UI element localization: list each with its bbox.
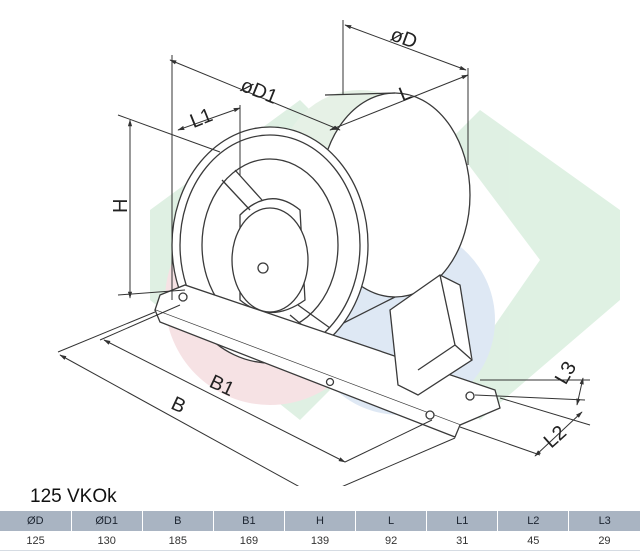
table-row: 125 130 185 169 139 92 31 45 29: [0, 531, 640, 551]
table-cell: 29: [568, 531, 640, 551]
table-cell: 45: [497, 531, 569, 551]
table-cell: 185: [142, 531, 214, 551]
dimension-label-h: H: [110, 199, 132, 213]
dimension-lines: [57, 20, 591, 486]
column-header: L3: [568, 511, 640, 531]
column-header: B1: [212, 511, 285, 531]
table-cell: 169: [213, 531, 285, 551]
specifications-table: ØD ØD1 B B1 H L L1 L2 L3 125 130 185 169…: [0, 511, 640, 551]
column-header: L: [355, 511, 427, 531]
model-label: 125 VKOk: [30, 486, 117, 507]
column-header: L1: [426, 511, 498, 531]
table-cell: 31: [426, 531, 498, 551]
table-header-row: ØD ØD1 B B1 H L L1 L2 L3: [0, 511, 640, 531]
column-header: ØD1: [70, 511, 143, 531]
dimension-label-d: øD: [387, 24, 420, 54]
dimension-label-b: B: [168, 393, 189, 419]
table-cell: 125: [0, 531, 72, 551]
table-cell: 139: [284, 531, 356, 551]
column-header: H: [283, 511, 356, 531]
column-header: ØD: [0, 511, 72, 531]
table-cell: 92: [355, 531, 427, 551]
column-header: B: [141, 511, 214, 531]
dimension-label-l3: L3: [551, 358, 581, 388]
table-cell: 130: [71, 531, 143, 551]
column-header: L2: [497, 511, 569, 531]
dimension-label-l1: L1: [187, 104, 216, 133]
dimension-label-d1: øD1: [237, 74, 280, 109]
fan-technical-drawing: øD øD1 L L1 H B B1 L2 L3: [57, 20, 620, 486]
